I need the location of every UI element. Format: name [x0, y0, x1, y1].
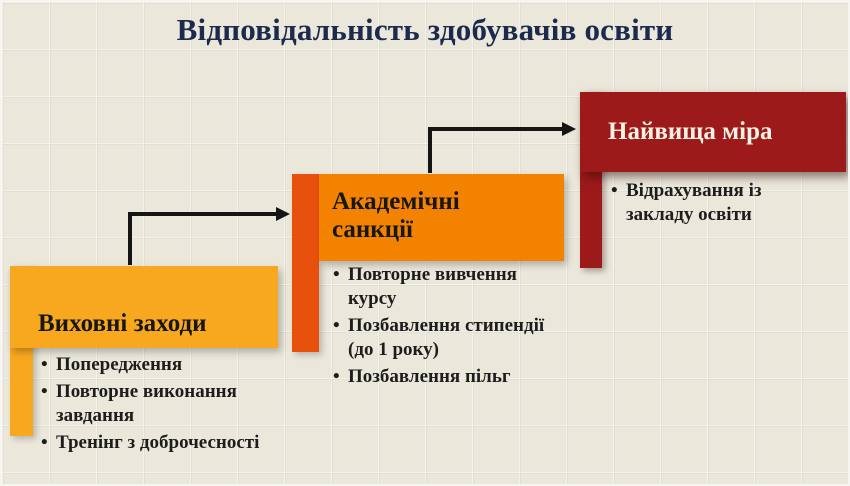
block-1-header: Виховні заходи [10, 266, 278, 348]
block-2-header: Академічні санкції [319, 174, 564, 261]
block-1-title: Виховні заходи [38, 310, 207, 337]
block-2-list: Повторне вивчення курсу Позбавлення стип… [332, 263, 546, 392]
arrow-step1-to-step2-icon [128, 207, 290, 265]
block-3-header: Найвища міра [580, 92, 846, 172]
block-2-title: Академічні санкції [332, 188, 460, 243]
block-3-list-item: Відрахування із закладу освіти [610, 179, 822, 227]
block-2-list-item: Позбавлення стипендії (до 1 року) [332, 314, 546, 362]
block-1-list: Попередження Повторне виконання завдання… [40, 353, 268, 458]
arrow-step2-to-step3-icon [428, 122, 576, 173]
block-2-list-item: Позбавлення пільг [332, 365, 546, 389]
block-2-list-item: Повторне вивчення курсу [332, 263, 546, 311]
block-3-list: Відрахування із закладу освіти [610, 179, 822, 230]
block-1-list-item: Тренінг з доброчесності [40, 431, 268, 455]
block-1-list-item: Попередження [40, 353, 268, 377]
block-2-side-strip [292, 174, 319, 352]
block-3-title: Найвища міра [608, 118, 773, 145]
block-1-list-item: Повторне виконання завдання [40, 380, 268, 428]
slide-title: Відповідальність здобувачів освіти [176, 12, 674, 47]
